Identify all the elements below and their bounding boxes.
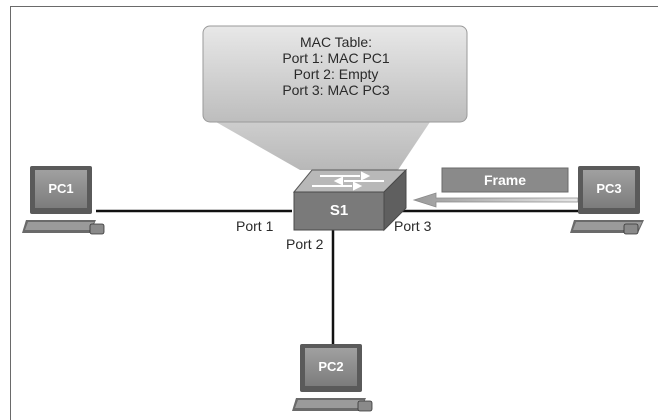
callout-beam: [216, 122, 430, 170]
pc1-label: PC1: [48, 181, 74, 196]
mac-table-text: MAC Table: Port 1: MAC PC1 Port 2: Empty…: [205, 34, 467, 98]
mac-table-entry: Port 2: Empty: [293, 66, 379, 82]
pc2-icon: [292, 344, 373, 412]
mac-table-entry: Port 1: MAC PC1: [282, 50, 390, 66]
pc2-label: PC2: [318, 359, 344, 374]
frame-arrow: [412, 192, 579, 208]
pc1-icon: [22, 166, 105, 235]
port-3-label: Port 3: [394, 218, 432, 234]
port-2-label: Port 2: [286, 236, 324, 252]
frame-box: [441, 167, 569, 193]
switch-arrows-icon: [312, 171, 384, 191]
diagram-border: [10, 6, 658, 420]
pc3-label: PC3: [596, 181, 622, 196]
switch-s1: [292, 168, 408, 232]
pc3-icon: [570, 166, 644, 235]
mac-table-callout: [202, 25, 468, 123]
mac-table-title: MAC Table:: [299, 34, 373, 50]
port-1-label: Port 1: [236, 218, 274, 234]
switch-label: S1: [329, 202, 349, 219]
mac-table-entry: Port 3: MAC PC3: [282, 82, 390, 98]
frame-label: Frame: [483, 172, 527, 188]
